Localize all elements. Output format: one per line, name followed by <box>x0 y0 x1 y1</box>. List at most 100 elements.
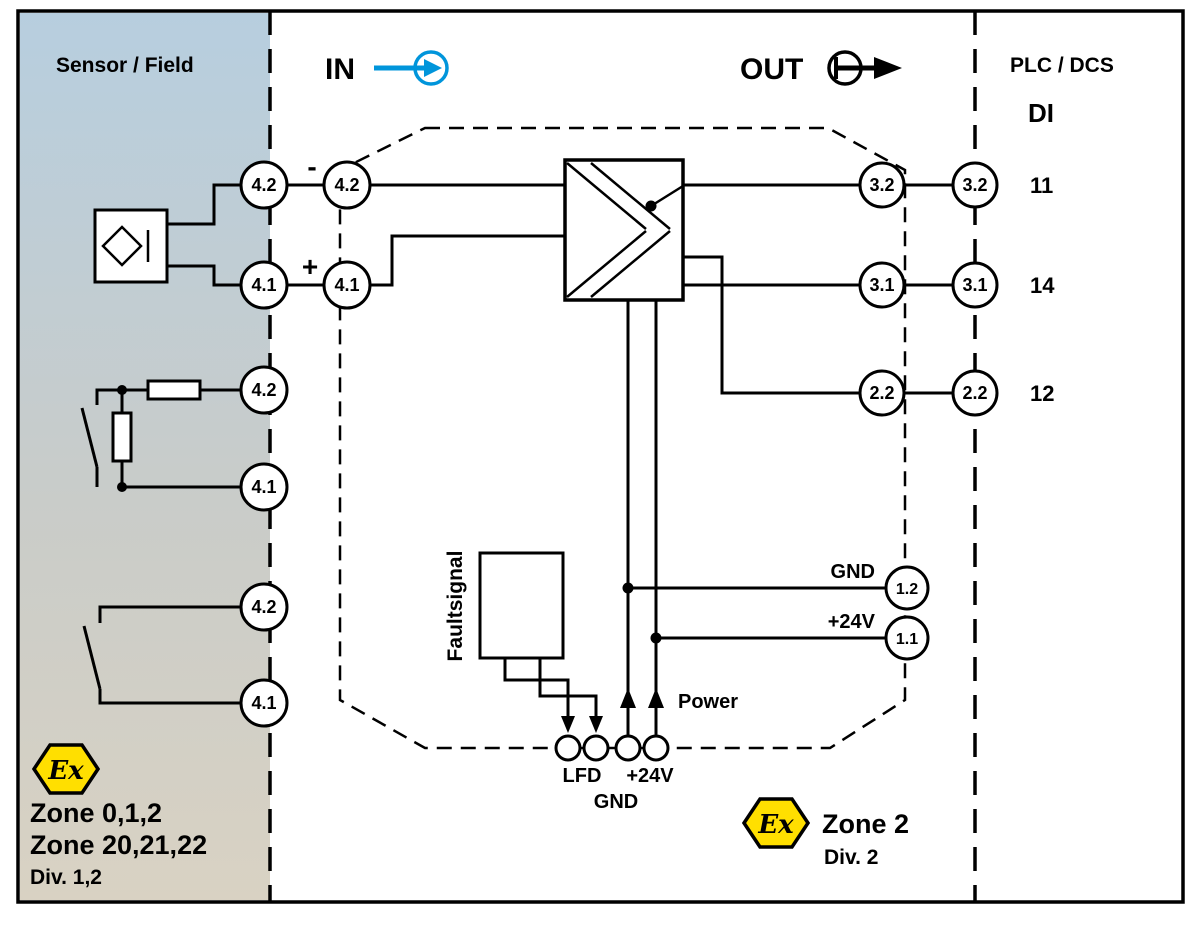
up-arrowhead-icon <box>648 688 664 708</box>
wire <box>98 605 241 623</box>
terminal-circle <box>951 161 999 209</box>
junction-dot <box>650 632 662 644</box>
output-wiring: 3.2 3.1 2.2 3.2 3.1 2.2 11 14 12 <box>683 161 1055 417</box>
terminal-circle <box>239 582 289 632</box>
terminal-circle <box>858 369 906 417</box>
wire <box>167 183 241 226</box>
switch-resistor-sensor-symbol <box>80 379 241 492</box>
faultsignal-block: Faultsignal <box>444 551 603 733</box>
terminal-label: 4.2 <box>251 597 276 617</box>
terminal-circle <box>239 678 289 728</box>
terminal-circle <box>239 365 289 415</box>
gnd-label: GND <box>831 561 875 583</box>
field-zone-label: Sensor / Field <box>56 54 194 77</box>
out-label: OUT <box>740 53 803 86</box>
terminal-label: 4.2 <box>334 175 359 195</box>
down-arrowhead-icon <box>561 716 575 733</box>
parallel-resistor-symbol <box>111 411 133 463</box>
terminal-label: 4.2 <box>251 175 276 195</box>
isolation-amplifier-symbol <box>563 158 685 302</box>
supply-terminal-circle <box>614 734 642 762</box>
terminal-label: 1.2 <box>896 581 918 598</box>
ex-mark-label: Ex <box>757 810 794 840</box>
wire <box>370 234 565 287</box>
terminal-label: 2.2 <box>962 383 987 403</box>
channel-number: 11 <box>1030 173 1053 198</box>
field-zone-line1: Zone 0,1,2 <box>30 798 162 828</box>
terminal-circle <box>884 615 930 661</box>
supply-terminal-circle <box>554 734 582 762</box>
terminal-label: 4.2 <box>251 380 276 400</box>
channel-number: 14 <box>1030 273 1055 298</box>
wire <box>503 658 570 718</box>
proximity-diamond-icon <box>101 225 143 267</box>
terminal-label: 1.1 <box>896 631 918 648</box>
terminal-label: 4.1 <box>251 477 276 497</box>
terminal-circle <box>239 462 289 512</box>
polarity-plus-sign: + <box>302 251 318 282</box>
wire <box>95 388 122 405</box>
in-indicator: IN <box>325 50 449 86</box>
field-zone-line2: Zone 20,21,22 <box>30 830 207 860</box>
series-resistor-symbol <box>146 379 202 401</box>
wire <box>98 689 241 705</box>
in-arrowhead-icon <box>424 59 442 77</box>
down-arrowhead-icon <box>589 716 603 733</box>
amplifier-chevron <box>566 230 647 298</box>
terminal-label: 4.1 <box>251 693 276 713</box>
polarity-minus-sign: - <box>307 151 316 182</box>
ex-field-marking: Ex Zone 0,1,2 Zone 20,21,22 Div. 1,2 <box>30 743 207 889</box>
switch-sensor-symbol <box>82 605 241 705</box>
in-label: IN <box>325 53 355 86</box>
zone-markings: Ex Zone 0,1,2 Zone 20,21,22 Div. 1,2 Ex … <box>30 743 909 889</box>
faultsignal-label: Faultsignal <box>444 551 467 662</box>
headers: Sensor / Field IN OUT PLC / DCS DI <box>56 50 1114 128</box>
terminal-label: 2.2 <box>869 383 894 403</box>
wire <box>650 184 684 208</box>
bottom-terminals: LFD +24V GND <box>554 734 674 813</box>
out-indicator: OUT <box>740 50 902 86</box>
amplifier-chevron <box>590 162 671 230</box>
terminal-label: 3.2 <box>962 175 987 195</box>
signal-type-label: DI <box>1028 98 1054 128</box>
ex-hexagon-icon <box>31 743 101 795</box>
terminal-label: 3.2 <box>869 175 894 195</box>
supply-terminal-circle <box>582 734 610 762</box>
junction-dot <box>622 582 634 594</box>
ex-hexagon-icon <box>741 797 811 849</box>
p24v-bottom-label: +24V <box>626 765 674 787</box>
junction-dot <box>645 200 657 212</box>
wire <box>683 255 860 395</box>
wire <box>538 658 598 718</box>
p24v-label: +24V <box>828 611 876 633</box>
ex-mark-label: Ex <box>47 756 84 786</box>
field-terminals: 4.2 4.1 4.2 4.1 4.2 4.1 <box>239 160 289 728</box>
ex-plc-marking: Ex Zone 2 Div. 2 <box>741 797 909 869</box>
switch-blade-icon <box>80 407 99 468</box>
channel-number: 12 <box>1030 381 1054 406</box>
terminal-label: 3.1 <box>869 275 894 295</box>
terminal-label: 3.1 <box>962 275 987 295</box>
power-label: Power <box>678 691 738 713</box>
terminal-circle <box>951 369 999 417</box>
junction-dot <box>117 385 127 395</box>
wire <box>167 264 241 287</box>
switch-blade-icon <box>82 625 102 690</box>
terminal-circle <box>858 261 906 309</box>
plc-zone-label: PLC / DCS <box>1010 54 1114 77</box>
amplifier-chevron <box>566 162 647 230</box>
terminal-circle <box>884 565 930 611</box>
power-wiring: GND +24V 1.2 1.1 Power <box>620 300 930 737</box>
out-arrowhead-icon <box>874 57 902 79</box>
field-zone-line3: Div. 1,2 <box>30 866 102 889</box>
in-circle-icon <box>413 50 449 86</box>
lfd-label: LFD <box>563 765 602 787</box>
junction-dot <box>117 482 127 492</box>
terminal-label: 4.1 <box>251 275 276 295</box>
supply-terminal-circle <box>642 734 670 762</box>
amplifier-chevron <box>590 230 671 298</box>
input-terminals: - + 4.2 4.1 <box>287 151 565 310</box>
plc-zone-line1: Zone 2 <box>822 809 909 839</box>
